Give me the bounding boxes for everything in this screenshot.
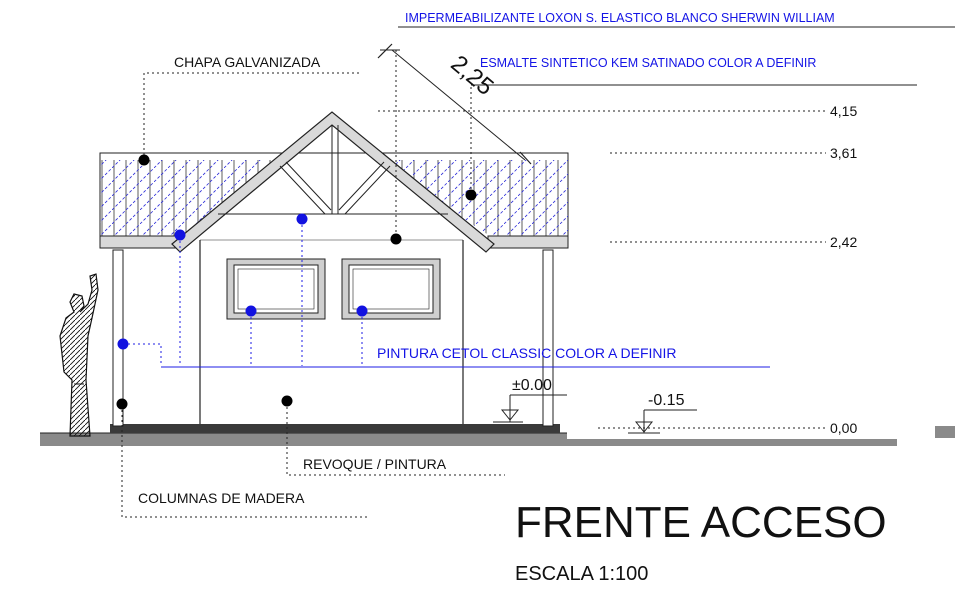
level-label-361: 3,61: [830, 145, 857, 161]
window-right: [341, 258, 441, 320]
leaders-blue: [123, 220, 770, 368]
level-lines: [378, 110, 826, 429]
note-columnas-madera: COLUMNAS DE MADERA: [138, 490, 305, 506]
level-label-000: 0,00: [830, 420, 857, 436]
human-scale-figure: [59, 273, 99, 437]
window-left: [226, 258, 326, 320]
wood-columns: [112, 249, 554, 427]
level-label-242: 2,42: [830, 234, 857, 250]
note-esmalte: ESMALTE SINTETICO KEM SATINADO COLOR A D…: [480, 56, 816, 70]
level-label-outside: -0.15: [648, 392, 685, 409]
title-escala: ESCALA 1:100: [515, 563, 648, 585]
level-marker-outside: [628, 409, 697, 434]
gable-truss: [171, 111, 495, 253]
ground: [40, 424, 955, 446]
level-marker-floor: [493, 394, 567, 423]
title-frente-acceso: FRENTE ACCESO: [515, 498, 887, 547]
leaders-black: [121, 26, 955, 518]
marker-dots: [116, 154, 477, 410]
level-label-floor: ±0.00: [512, 377, 552, 394]
roof-panels: [99, 152, 569, 249]
note-revoque-pintura: REVOQUE / PINTURA: [303, 456, 447, 472]
level-label-415: 4,15: [830, 103, 857, 119]
note-chapa-galvanizada: CHAPA GALVANIZADA: [174, 54, 321, 70]
note-pintura-cetol: PINTURA CETOL CLASSIC COLOR A DEFINIR: [377, 345, 677, 361]
note-impermeabilizante: IMPERMEABILIZANTE LOXON S. ELASTICO BLAN…: [405, 11, 835, 25]
